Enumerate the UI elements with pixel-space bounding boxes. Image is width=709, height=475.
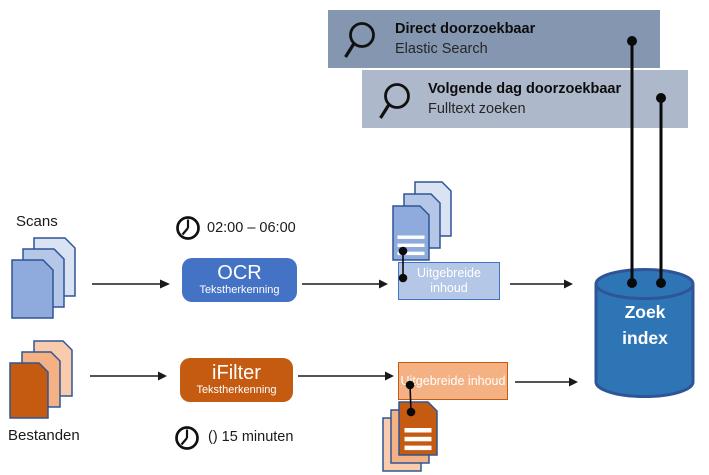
ifilter-process-name: iFilter — [212, 362, 261, 384]
arrow-ocr-output-to-index — [510, 279, 573, 289]
arrow-ocr-to-documents — [302, 279, 388, 289]
legend-next-day-subtitle: Fulltext zoeken — [428, 100, 526, 117]
legend-next-day-box: Volgende dag doorzoekbaar Fulltext zoeke… — [362, 70, 688, 128]
ocr-output-label: Uitgebreide inhoud — [398, 262, 500, 300]
ifilter-result-documents-icon — [382, 401, 438, 472]
ifilter-output-label: Uitgebreide inhoud — [398, 362, 508, 400]
ocr-process-subtitle: Tekstherkenning — [199, 284, 280, 296]
ifilter-schedule-text: () 15 minuten — [208, 429, 294, 445]
ocr-result-documents-icon — [392, 181, 452, 261]
scans-documents-icon — [11, 237, 76, 319]
arrow-ifilter-to-output — [298, 371, 394, 381]
files-label: Bestanden — [8, 427, 80, 444]
arrow-files-to-ifilter — [90, 371, 167, 381]
arrow-scans-to-ocr — [92, 279, 170, 289]
ocr-process-box: OCR Tekstherkenning — [182, 258, 297, 302]
legend-direct-title: Direct doorzoekbaar — [395, 20, 536, 37]
clock-icon-ocr — [176, 216, 200, 240]
ocr-schedule-text: 02:00 – 06:00 — [207, 220, 296, 236]
ifilter-process-box: iFilter Tekstherkenning — [180, 358, 293, 402]
legend-direct-subtitle: Elastic Search — [395, 40, 488, 57]
files-documents-icon — [9, 340, 73, 419]
ifilter-process-subtitle: Tekstherkenning — [196, 384, 277, 396]
search-index-label: Zoek index — [622, 302, 668, 348]
ocr-process-name: OCR — [217, 262, 262, 284]
legend-next-day-title: Volgende dag doorzoekbaar — [428, 80, 622, 97]
scans-label: Scans — [16, 213, 58, 230]
arrow-ifilter-output-to-index — [515, 377, 578, 387]
clock-icon-ifilter — [175, 426, 199, 450]
legend-direct-box: Direct doorzoekbaar Elastic Search — [328, 10, 660, 68]
